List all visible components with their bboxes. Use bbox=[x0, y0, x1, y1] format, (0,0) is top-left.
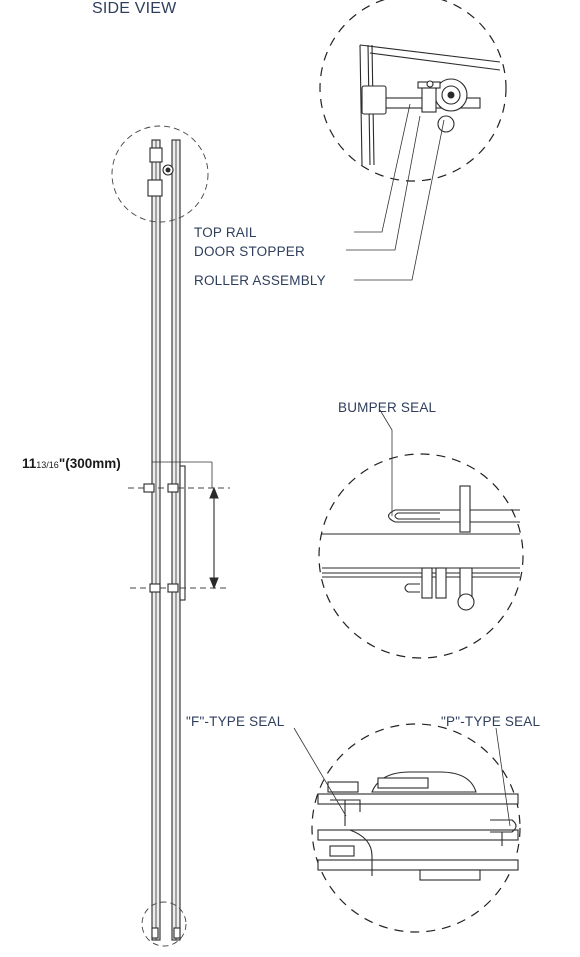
top-detail-circle bbox=[111, 125, 209, 223]
dimension-label: 1113/16"(300mm) bbox=[22, 456, 121, 471]
door-panel-assembly bbox=[147, 139, 186, 941]
bottom-detail-circle bbox=[141, 901, 187, 947]
f-type-seal-label: "F"-TYPE SEAL bbox=[186, 714, 285, 729]
dimension-marker bbox=[128, 461, 230, 593]
top-detail-outline bbox=[319, 0, 507, 182]
bottom-detail-outline bbox=[311, 723, 521, 933]
bumper-seal-label: BUMPER SEAL bbox=[338, 400, 437, 415]
bumper-seal-detail bbox=[318, 409, 524, 659]
handle-bar bbox=[179, 465, 186, 601]
seal-types-detail bbox=[293, 723, 521, 933]
door-stopper-label: DOOR STOPPER bbox=[194, 244, 305, 259]
p-type-seal-label: "P"-TYPE SEAL bbox=[441, 714, 541, 729]
top-rail-label: TOP RAIL bbox=[194, 225, 257, 240]
top-detail bbox=[319, 0, 507, 281]
roller-assembly-label: ROLLER ASSEMBLY bbox=[194, 273, 326, 288]
drawing-title: SIDE VIEW bbox=[92, 0, 177, 17]
middle-detail-outline bbox=[318, 453, 524, 659]
